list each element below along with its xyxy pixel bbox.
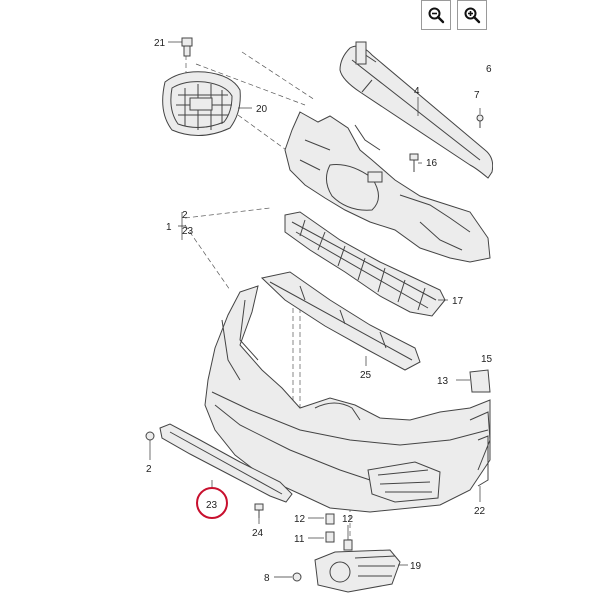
callout-21: 21: [154, 38, 166, 49]
part-21-clip: [181, 37, 193, 57]
part-24-screw: [254, 503, 264, 518]
zoom-in-button[interactable]: [457, 0, 487, 30]
callout-11: 11: [294, 534, 305, 545]
zoom-in-icon: [464, 7, 481, 24]
callout-2-top: 2: [182, 210, 188, 221]
callout-15: 15: [481, 354, 493, 365]
part-2-clip: [145, 431, 155, 441]
bumper-cover: [204, 285, 491, 513]
callout-12-right: 12: [342, 514, 354, 525]
callout-12-left: 12: [294, 514, 306, 525]
callout-23-highlighted: 23: [206, 500, 218, 511]
part-20-grille: [162, 71, 241, 136]
part-11-bolt: [325, 531, 335, 543]
part-16-bolt: [409, 153, 419, 172]
callout-6: 6: [486, 64, 492, 75]
part-22-side-bracket: [477, 435, 489, 487]
callout-7: 7: [474, 90, 480, 101]
callout-17: 17: [452, 296, 464, 307]
callout-19: 19: [410, 561, 422, 572]
part-8-screw: [292, 572, 302, 582]
part-7-bolt: [476, 114, 484, 128]
callout-23-top: 23: [182, 226, 194, 237]
part-4-reinforcement-bar: [339, 41, 494, 179]
part-13-bracket: [469, 369, 491, 393]
callout-8: 8: [264, 573, 270, 584]
callout-20: 20: [256, 104, 268, 115]
part-23-spoiler-strip: [159, 423, 293, 503]
highlight-ring-23[interactable]: [196, 487, 228, 519]
callout-24: 24: [252, 528, 264, 539]
callout-4: 4: [414, 86, 420, 97]
callout-13: 13: [437, 376, 449, 387]
zoom-out-icon: [428, 7, 445, 24]
page-margin: [493, 0, 600, 600]
front-carrier-panel: [284, 111, 491, 263]
callout-22: 22: [474, 506, 486, 517]
part-19-fog-lamp-cover: [314, 549, 401, 593]
callout-25: 25: [360, 370, 372, 381]
part-25-bracket: [260, 271, 421, 371]
leader-lines: [149, 41, 481, 578]
callout-16: 16: [426, 158, 438, 169]
zoom-out-button[interactable]: [421, 0, 451, 30]
callout-2-bottom: 2: [146, 464, 152, 475]
callout-1: 1: [166, 222, 172, 233]
part-17-lower-grille: [284, 211, 446, 317]
callout-labels: 21 20 4 7 6 16 1 2 23 17 15 13 25 2 23 2…: [146, 38, 493, 584]
